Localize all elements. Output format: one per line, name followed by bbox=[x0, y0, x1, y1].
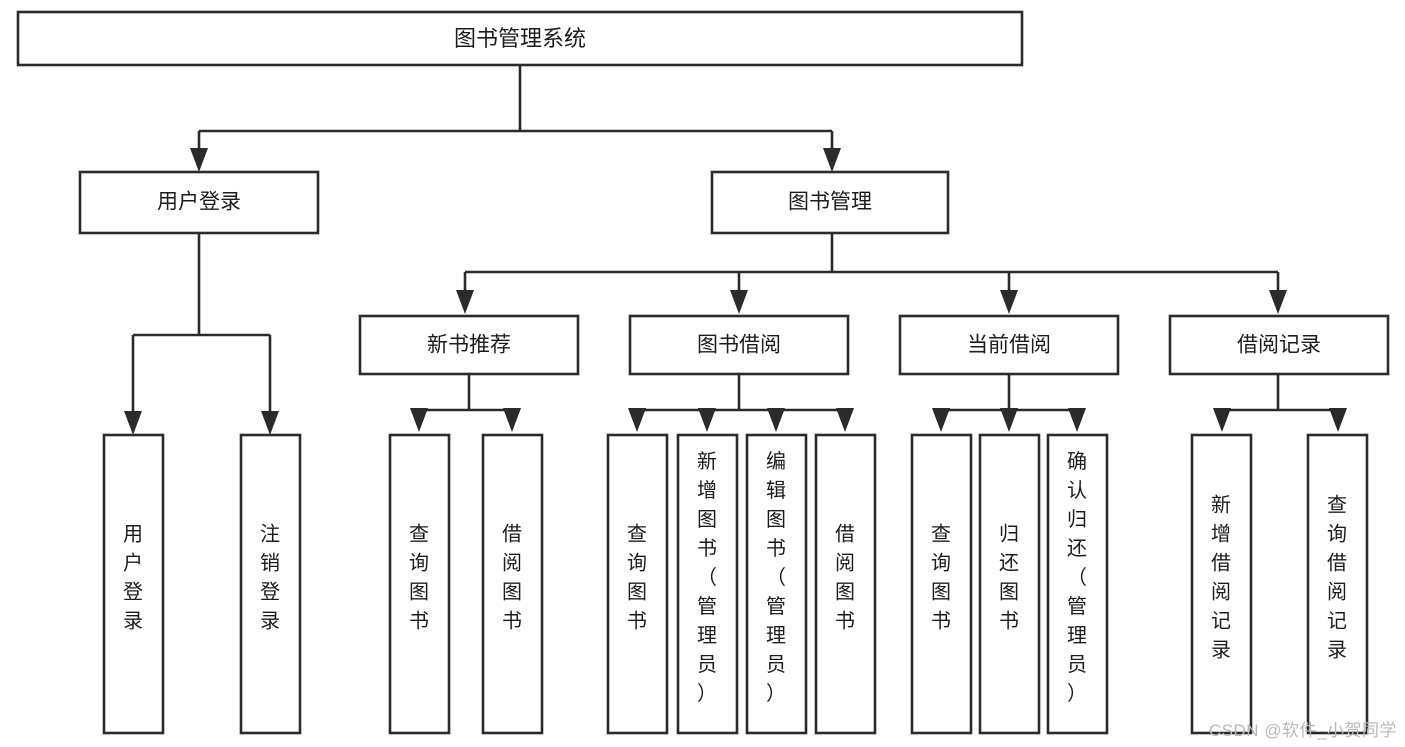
leaf-user-login-2[interactable]: 注销登录 bbox=[239, 433, 302, 735]
node-book-manage-box[interactable] bbox=[710, 170, 950, 235]
leaf-borrow-records-2-box[interactable] bbox=[1306, 433, 1369, 735]
node-borrow-records-box[interactable] bbox=[1168, 314, 1390, 376]
leaf-book-borrow-4-box[interactable] bbox=[814, 433, 877, 735]
leaf-borrow-records-2[interactable]: 查询借阅记录 bbox=[1306, 433, 1369, 735]
arrow-icon-new-book-leaf-1 bbox=[410, 408, 428, 432]
arrow-icon-to-book-manage bbox=[823, 148, 841, 172]
leaf-current-borrow-1-label: 查询图书 bbox=[931, 523, 951, 633]
leaf-user-login-1[interactable]: 用户登录 bbox=[102, 433, 165, 735]
arrow-icon-user-login-leaf-1 bbox=[124, 411, 142, 435]
leaf-book-borrow-4-label: 借阅图书 bbox=[835, 523, 855, 633]
leaf-borrow-records-1[interactable]: 新增借阅记录 bbox=[1190, 433, 1253, 735]
arrow-icon-borrow-records-leaf-2 bbox=[1329, 408, 1347, 432]
node-user-login-label: 用户登录 bbox=[157, 191, 241, 214]
node-book-borrow[interactable]: 图书借阅 bbox=[628, 314, 850, 376]
leaf-book-borrow-2[interactable]: 新增图书（管理员） bbox=[676, 433, 739, 735]
leaf-new-book-2[interactable]: 借阅图书 bbox=[481, 433, 544, 735]
node-current-borrow-label: 当前借阅 bbox=[967, 334, 1051, 357]
node-root-label: 图书管理系统 bbox=[454, 26, 586, 51]
leaf-user-login-2-label: 注销登录 bbox=[260, 523, 280, 633]
leaf-book-borrow-1[interactable]: 查询图书 bbox=[606, 433, 669, 735]
leaf-new-book-1[interactable]: 查询图书 bbox=[388, 433, 451, 735]
arrowhead-layer bbox=[124, 148, 1347, 435]
arrow-icon-book-borrow-leaf-4 bbox=[836, 408, 854, 432]
leaf-new-book-1-label: 查询图书 bbox=[409, 523, 429, 633]
node-user-login[interactable]: 用户登录 bbox=[78, 170, 320, 235]
leaf-user-login-1-label: 用户登录 bbox=[123, 524, 143, 633]
node-root[interactable]: 图书管理系统 bbox=[16, 10, 1024, 67]
leaf-new-book-1-box[interactable] bbox=[388, 433, 451, 735]
csdn-watermark: CSDN @软件_小贺同学 bbox=[1208, 721, 1397, 740]
node-book-manage[interactable]: 图书管理 bbox=[710, 170, 950, 235]
leaf-book-borrow-3-box[interactable] bbox=[745, 433, 808, 735]
arrow-icon-book-borrow-leaf-1 bbox=[628, 408, 646, 432]
leaf-book-borrow-2-label: 新增图书（管理员） bbox=[697, 450, 717, 705]
node-book-manage-label: 图书管理 bbox=[788, 191, 872, 214]
leaf-book-borrow-3-label: 编辑图书（管理员） bbox=[766, 450, 786, 705]
arrow-icon-current-borrow-leaf-1 bbox=[932, 408, 950, 432]
leaf-current-borrow-1-box[interactable] bbox=[910, 433, 973, 735]
arrow-icon-current-borrow-leaf-2 bbox=[1000, 408, 1018, 432]
leaf-current-borrow-3[interactable]: 确认归还（管理员） bbox=[1046, 433, 1109, 735]
leaf-current-borrow-2-label: 归还图书 bbox=[999, 523, 1019, 633]
node-borrow-records[interactable]: 借阅记录 bbox=[1168, 314, 1390, 376]
node-current-borrow-box[interactable] bbox=[898, 314, 1120, 376]
arrow-icon-to-book-borrow bbox=[730, 290, 748, 314]
leaf-new-book-2-box[interactable] bbox=[481, 433, 544, 735]
arrow-icon-user-login-leaf-2 bbox=[261, 411, 279, 435]
leaf-current-borrow-1[interactable]: 查询图书 bbox=[910, 433, 973, 735]
leaf-user-login-1-box[interactable] bbox=[102, 433, 165, 735]
leaf-current-borrow-2-box[interactable] bbox=[978, 433, 1041, 735]
arrow-icon-book-borrow-leaf-2 bbox=[698, 408, 716, 432]
leaf-user-login-2-box[interactable] bbox=[239, 433, 302, 735]
node-current-borrow[interactable]: 当前借阅 bbox=[898, 314, 1120, 376]
arrow-icon-current-borrow-leaf-3 bbox=[1068, 408, 1086, 432]
leaf-new-book-2-label: 借阅图书 bbox=[502, 523, 522, 633]
arrow-icon-to-borrow-records bbox=[1269, 290, 1287, 314]
arrow-icon-borrow-records-leaf-1 bbox=[1213, 408, 1231, 432]
leaf-borrow-records-1-label: 新增借阅记录 bbox=[1211, 494, 1231, 662]
node-new-book-recommend[interactable]: 新书推荐 bbox=[358, 314, 580, 376]
node-borrow-records-label: 借阅记录 bbox=[1237, 334, 1321, 357]
leaf-book-borrow-2-box[interactable] bbox=[676, 433, 739, 735]
arrow-icon-new-book-leaf-2 bbox=[503, 408, 521, 432]
leaf-current-borrow-3-label: 确认归还（管理员） bbox=[1067, 450, 1087, 705]
arrow-icon-to-current-borrow bbox=[1000, 290, 1018, 314]
node-user-login-box[interactable] bbox=[78, 170, 320, 235]
node-root-box[interactable] bbox=[16, 10, 1024, 67]
leaf-current-borrow-2[interactable]: 归还图书 bbox=[978, 433, 1041, 735]
node-book-borrow-box[interactable] bbox=[628, 314, 850, 376]
leaf-book-borrow-1-box[interactable] bbox=[606, 433, 669, 735]
arrow-icon-to-user-login bbox=[190, 148, 208, 172]
arrow-icon-to-new-book bbox=[456, 290, 474, 314]
leaf-current-borrow-3-box[interactable] bbox=[1046, 433, 1109, 735]
node-book-borrow-label: 图书借阅 bbox=[697, 334, 781, 357]
node-new-book-recommend-box[interactable] bbox=[358, 314, 580, 376]
node-new-book-recommend-label: 新书推荐 bbox=[427, 334, 511, 357]
leaf-book-borrow-3[interactable]: 编辑图书（管理员） bbox=[745, 433, 808, 735]
arrow-icon-book-borrow-leaf-3 bbox=[767, 408, 785, 432]
leaf-book-borrow-1-label: 查询图书 bbox=[627, 523, 647, 633]
leaf-borrow-records-2-label: 查询借阅记录 bbox=[1327, 494, 1347, 662]
leaf-book-borrow-4[interactable]: 借阅图书 bbox=[814, 433, 877, 735]
leaf-borrow-records-1-box[interactable] bbox=[1190, 433, 1253, 735]
